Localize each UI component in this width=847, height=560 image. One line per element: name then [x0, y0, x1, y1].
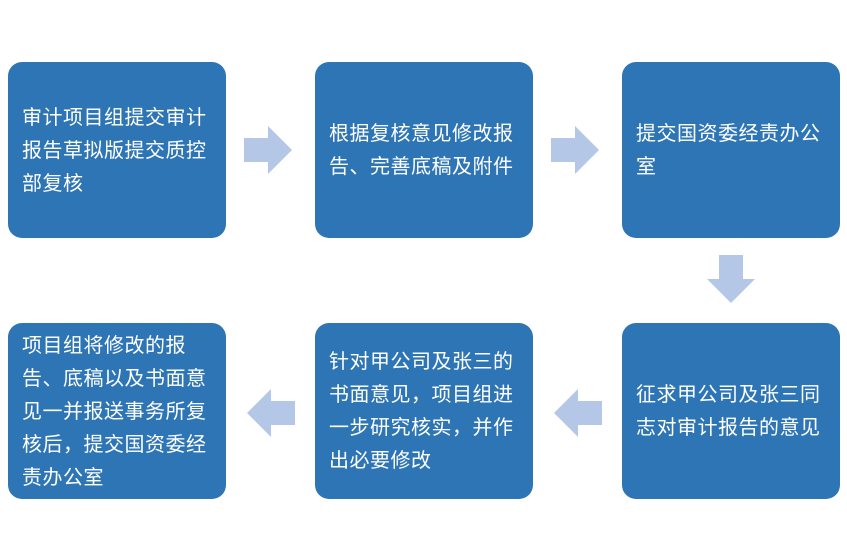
step-2-box: 根据复核意见修改报告、完善底稿及附件 [315, 62, 533, 238]
arrow-right-icon [244, 126, 292, 174]
step-3-text: 提交国资委经责办公室 [636, 121, 821, 178]
arrow-down-icon [707, 255, 755, 303]
arrow-left-icon [247, 389, 295, 437]
step-5-text: 针对甲公司及张三的书面意见，项目组进一步研究核实，并作出必要修改 [329, 349, 514, 472]
step-1-box: 审计项目组提交审计报告草拟版提交质控部复核 [8, 62, 226, 238]
step-1-text: 审计项目组提交审计报告草拟版提交质控部复核 [22, 104, 207, 195]
step-2-text: 根据复核意见修改报告、完善底稿及附件 [329, 121, 514, 178]
step-3-box: 提交国资委经责办公室 [622, 62, 840, 238]
step-4-text: 征求甲公司及张三同志对审计报告的意见 [636, 382, 821, 439]
step-5-box: 针对甲公司及张三的书面意见，项目组进一步研究核实，并作出必要修改 [315, 323, 533, 499]
arrow-left-icon [554, 389, 602, 437]
step-4-box: 征求甲公司及张三同志对审计报告的意见 [622, 323, 840, 499]
arrow-right-icon [551, 126, 599, 174]
step-6-box: 项目组将修改的报告、底稿以及书面意见一并报送事务所复核后，提交国资委经责办公室 [8, 323, 226, 499]
step-6-text: 项目组将修改的报告、底稿以及书面意见一并报送事务所复核后，提交国资委经责办公室 [22, 332, 207, 489]
